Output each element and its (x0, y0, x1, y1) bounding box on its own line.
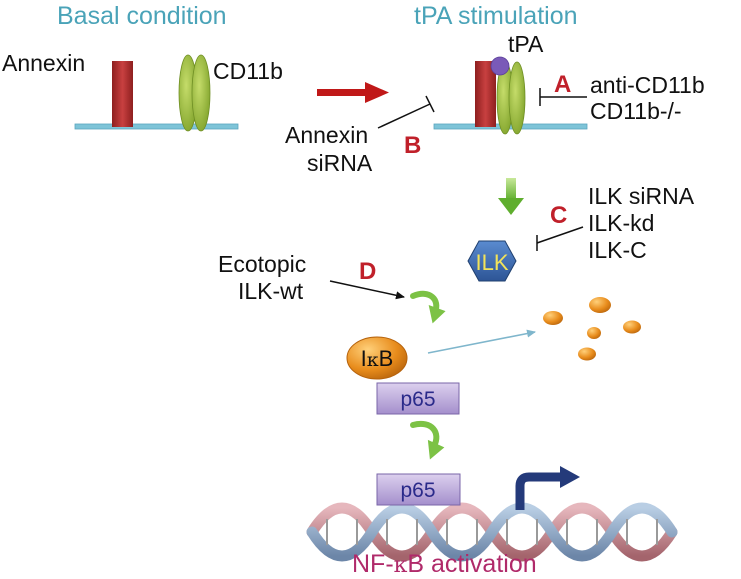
annexin-label: Annexin (2, 50, 85, 76)
intervention-c-line2: ILK-kd (588, 210, 654, 236)
p65-nuclear: p65 (376, 473, 461, 506)
basal-condition-header: Basal condition (57, 2, 227, 30)
intervention-b-line1: Annexin (285, 122, 368, 148)
intervention-b: Annexin siRNA B (285, 95, 435, 176)
p65-lower-label: p65 (400, 479, 435, 502)
ilk-node: ILK (467, 240, 517, 282)
tpa-stimulation-header: tPA stimulation (414, 2, 578, 30)
ikb-label: IκB (361, 346, 394, 371)
curved-green-arrow-upper (410, 290, 446, 324)
tpa-membrane-group: tPA (433, 31, 588, 135)
fragment (543, 311, 563, 325)
intervention-d-line1: Ecotopic (218, 251, 306, 277)
fragment (623, 320, 641, 334)
annexin-receptor-activated (475, 61, 496, 127)
fragment (587, 327, 601, 339)
transcription-arrow (515, 466, 580, 510)
intervention-d-letter: D (359, 258, 376, 285)
cd11b-receptor-activated-right (508, 61, 526, 135)
intervention-b-letter: B (404, 132, 421, 159)
transition-arrow (317, 82, 389, 103)
green-down-arrow (498, 178, 524, 215)
curved-green-arrow-lower (410, 420, 445, 460)
ilk-label: ILK (475, 250, 508, 275)
intervention-c-letter: C (550, 202, 567, 229)
dna-helix (306, 502, 678, 562)
fragment (589, 297, 611, 313)
dna-strand-b (306, 502, 678, 562)
ikb-oval (346, 336, 408, 380)
intervention-a-letter: A (554, 71, 571, 98)
intervention-b-line2: siRNA (307, 150, 373, 176)
intervention-a: A anti-CD11b CD11b-/- (539, 71, 705, 124)
p65-upper (376, 382, 460, 415)
ikb-p65-complex: p65 IκB (346, 336, 460, 415)
ilk-hexagon (467, 240, 517, 282)
cd11b-label: CD11b (213, 58, 283, 84)
cd11b-receptor-right (191, 54, 211, 132)
p65-upper-label: p65 (400, 388, 435, 411)
intervention-a-line2: CD11b-/- (590, 98, 682, 124)
intervention-c-line1: ILK siRNA (588, 183, 695, 209)
basal-membrane (74, 123, 239, 130)
tpa-ligand (490, 56, 510, 76)
annexin-receptor (112, 61, 133, 127)
degradation-arrow (427, 329, 536, 354)
degraded-ikb-fragments (543, 297, 641, 361)
intervention-d-line2: ILK-wt (238, 278, 304, 304)
intervention-d: Ecotopic ILK-wt D (218, 251, 405, 304)
intervention-c: C ILK siRNA ILK-kd ILK-C (536, 183, 695, 263)
intervention-c-line3: ILK-C (588, 237, 647, 263)
tpa-label: tPA (508, 31, 544, 57)
intervention-a-line1: anti-CD11b (590, 72, 705, 98)
basal-membrane-group: Annexin CD11b (2, 50, 283, 132)
p65-lower (376, 473, 461, 506)
fragment (578, 347, 596, 361)
nfkb-activation-label: NF-κB activation (352, 550, 537, 578)
